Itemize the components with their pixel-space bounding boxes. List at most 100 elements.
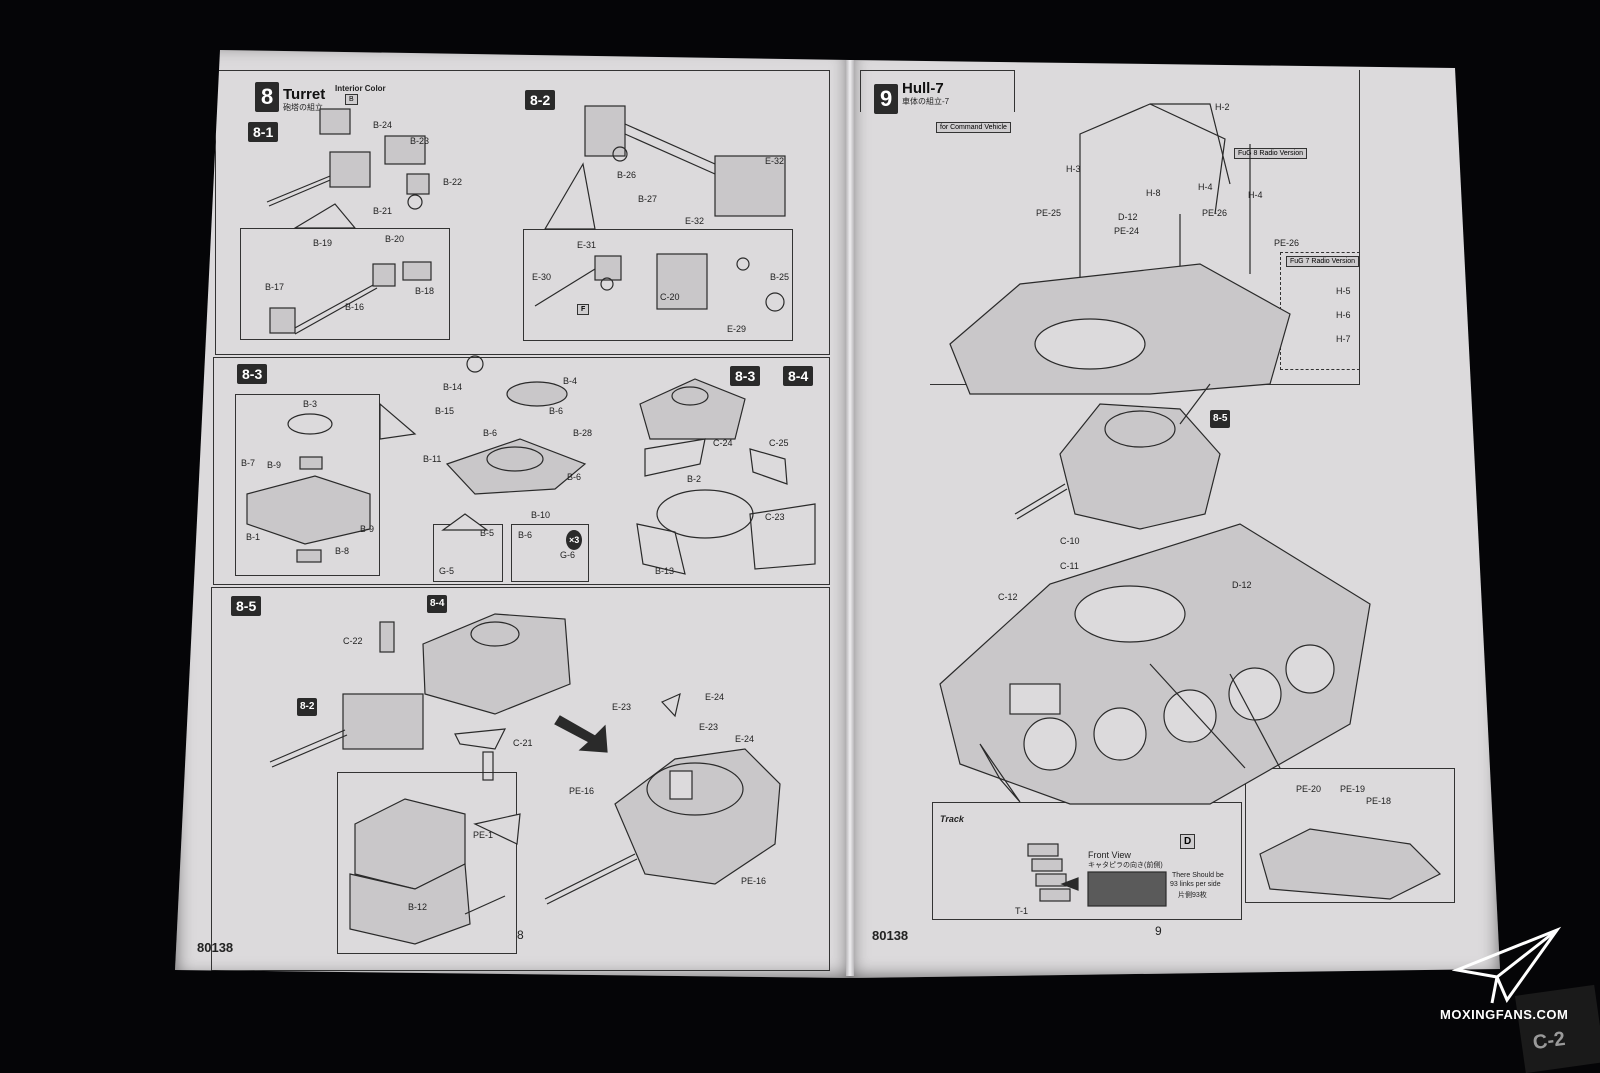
left-page: 8 Turret 砲塔の組立 Interior Color B 8-1 8-2 …: [175, 50, 850, 978]
label-c23: C-23: [765, 512, 785, 522]
front-view-label: Front View: [1088, 850, 1131, 860]
substep-8-5: 8-5: [231, 596, 262, 616]
label-pe16-b: PE-16: [741, 876, 767, 886]
label-e23-b: E-23: [699, 722, 719, 732]
label-b10: B-10: [531, 510, 551, 520]
label-d12-a: D-12: [1118, 212, 1138, 222]
watermark-text: MOXINGFANS.COM: [1440, 1007, 1569, 1022]
ref-8-3: 8-3: [730, 366, 761, 386]
label-c12: C-12: [998, 592, 1018, 602]
product-code-left: 80138: [197, 940, 234, 955]
step-number: 8: [255, 82, 280, 112]
interior-color-code: B: [345, 94, 358, 105]
label-g6: G-6: [560, 550, 576, 560]
label-h4-b: H-4: [1248, 190, 1263, 200]
label-h8: H-8: [1146, 188, 1161, 198]
step-9-header-box: [860, 70, 1015, 112]
label-e32-b: E-32: [685, 216, 705, 226]
label-b3: B-3: [303, 399, 318, 409]
label-b12: B-12: [408, 902, 428, 912]
inset-8-3: [235, 394, 380, 576]
label-b6-b: B-6: [483, 428, 498, 438]
track-label: Track: [940, 814, 964, 824]
step-subtitle: 砲塔の組立: [283, 103, 323, 112]
label-h6: H-6: [1336, 310, 1351, 320]
booklet-spine: [846, 60, 854, 976]
label-c11: C-11: [1060, 561, 1079, 571]
substep-8-4: 8-4: [783, 366, 814, 386]
label-pe26-b: PE-26: [1274, 238, 1300, 248]
label-h4-a: H-4: [1198, 182, 1213, 192]
left-page-drawings: [246, 105, 816, 945]
label-e31: E-31: [577, 240, 597, 250]
track-note-3: 片側93枚: [1178, 892, 1207, 899]
label-c22: C-22: [343, 636, 363, 646]
step-title-9: Hull-7: [902, 80, 944, 97]
label-b14: B-14: [443, 382, 463, 392]
step-number-9: 9: [874, 84, 899, 114]
label-b9-b: B-9: [360, 524, 375, 534]
product-code-right: 80138: [872, 928, 909, 943]
page-number-right: 9: [1155, 924, 1162, 938]
label-e30: E-30: [532, 272, 552, 282]
page-number-left: 8: [517, 928, 524, 942]
version-command: for Command Vehicle: [936, 122, 1011, 133]
label-b23: B-23: [410, 136, 430, 146]
label-b9-a: B-9: [267, 460, 282, 470]
paint-code-f: F: [577, 304, 590, 315]
label-b22: B-22: [443, 177, 463, 187]
label-h7: H-7: [1336, 334, 1351, 344]
label-b6-a: B-6: [549, 406, 564, 416]
label-b6-d: B-6: [518, 530, 533, 540]
right-page: 9 Hull-7 車体の組立-7 for Command Vehicle FuG…: [850, 60, 1500, 978]
label-b13: B-13: [655, 566, 675, 576]
label-c25: C-25: [769, 438, 789, 448]
label-e23-a: E-23: [612, 702, 632, 712]
label-d12-b: D-12: [1232, 580, 1252, 590]
step-subtitle-9: 車体の組立-7: [902, 97, 950, 106]
label-g5: G-5: [439, 566, 455, 576]
version-fug8: FuG 8 Radio Version: [1234, 148, 1307, 159]
label-b18: B-18: [415, 286, 435, 296]
label-pe19: PE-19: [1340, 784, 1366, 794]
paper-plane-icon: [1452, 926, 1562, 1004]
label-pe26-a: PE-26: [1202, 208, 1228, 218]
track-part-t1: T-1: [1015, 906, 1029, 916]
label-e32-a: E-32: [765, 156, 785, 166]
panel-8-3-8-4: [213, 357, 830, 585]
label-b25: B-25: [770, 272, 790, 282]
inset-8-2: [523, 229, 793, 341]
label-c21: C-21: [513, 738, 533, 748]
track-note-2: 93 links per side: [1170, 881, 1221, 888]
step-title: Turret: [283, 86, 326, 103]
panel-8-1-8-2: [215, 70, 830, 355]
label-b20: B-20: [385, 234, 405, 244]
detail-panel: [1245, 768, 1455, 903]
label-b15: B-15: [435, 406, 455, 416]
label-e24-a: E-24: [705, 692, 725, 702]
right-page-drawings: [939, 103, 1442, 907]
version-fug7: FuG 7 Radio Version: [1286, 256, 1359, 267]
front-view-jp: キャタピラの向き(前側): [1088, 862, 1163, 869]
track-note-1: There Should be: [1172, 872, 1224, 879]
label-b19: B-19: [313, 238, 333, 248]
label-b4: B-4: [563, 376, 578, 386]
inset-8-5: [337, 772, 517, 954]
label-b26: B-26: [617, 170, 637, 180]
label-b17: B-17: [265, 282, 285, 292]
label-b6-c: B-6: [567, 472, 582, 482]
ref-8-5: 8-5: [1210, 410, 1231, 428]
ref-8-4: 8-4: [427, 595, 448, 613]
label-pe16-a: PE-16: [569, 786, 595, 796]
label-pe24: PE-24: [1114, 226, 1140, 236]
label-h2: H-2: [1215, 102, 1230, 112]
label-b11: B-11: [423, 454, 442, 464]
label-b24: B-24: [373, 120, 393, 130]
label-pe1: PE-1: [473, 830, 494, 840]
label-b27: B-27: [638, 194, 658, 204]
label-b1: B-1: [246, 532, 261, 542]
label-e29: E-29: [727, 324, 747, 334]
track-paint-code: D: [1180, 834, 1196, 849]
inset-b6-g6: [511, 524, 589, 582]
